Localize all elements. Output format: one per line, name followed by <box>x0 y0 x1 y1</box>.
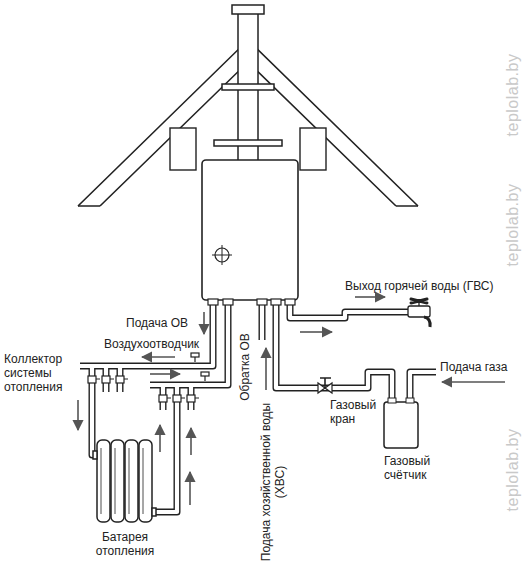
flow-arrow <box>159 425 161 452</box>
radiator <box>152 508 156 516</box>
watermark: teplolab.by <box>504 184 522 267</box>
gas-meter <box>384 398 418 448</box>
callout-label: Обратка ОВ <box>238 333 252 401</box>
flow-arrow <box>355 296 385 298</box>
flow-arrow <box>203 312 205 334</box>
flue-cap <box>232 5 264 14</box>
roof-flange <box>222 84 274 90</box>
boiler-fitting <box>208 299 295 305</box>
joist <box>170 128 196 170</box>
callout-label: Газовый кран <box>330 398 385 426</box>
water-tap <box>411 299 427 303</box>
radiator <box>97 440 110 522</box>
water-tap <box>408 306 430 317</box>
air-vent <box>201 372 209 376</box>
boiler-body <box>202 160 298 300</box>
gas-valve <box>318 378 332 393</box>
radiator <box>139 440 152 522</box>
air-vent <box>191 353 199 357</box>
collector-valve <box>187 395 195 402</box>
chimney <box>214 5 282 162</box>
gas-meter <box>406 398 414 403</box>
joist <box>300 128 326 170</box>
callout-label: Выход горячей воды (ГВС) <box>345 279 493 293</box>
flow-arrow <box>265 348 267 390</box>
radiator <box>111 440 124 522</box>
collector-valve <box>96 379 199 398</box>
boiler-fitting <box>285 299 295 305</box>
collector-valve <box>88 376 199 402</box>
callout-label: Батарея отопления <box>80 530 170 558</box>
gas-meter <box>388 398 396 403</box>
gas-valve <box>320 378 331 388</box>
callout-label: Подача ОВ <box>126 316 188 330</box>
boiler <box>202 160 298 300</box>
water-tap <box>424 317 430 327</box>
callout-label: Коллектор системы отопления <box>4 352 76 394</box>
boiler-fitting <box>271 299 281 305</box>
collector-valve <box>88 376 96 383</box>
flow-arrow <box>150 373 180 375</box>
flow-arrow <box>442 381 505 383</box>
air-vent <box>204 376 205 381</box>
collector-valve <box>116 376 124 383</box>
flow-arrow <box>142 356 175 358</box>
flow-arrow <box>189 472 191 505</box>
gas-meter <box>384 402 418 448</box>
watermark: teplolab.by <box>504 54 522 137</box>
water-tap <box>408 299 430 327</box>
air-vent <box>191 353 209 381</box>
boiler-fitting <box>257 299 267 305</box>
radiator <box>101 448 143 514</box>
boiler-control-cross <box>212 245 232 265</box>
collector-valve <box>159 395 167 402</box>
radiator <box>93 440 156 522</box>
callout-label: Подача хозяйственной воды (ХВС) <box>259 398 287 566</box>
watermark: teplolab.by <box>504 429 522 512</box>
boiler-fitting <box>223 299 233 305</box>
flow-arrow <box>77 400 79 430</box>
callout-label: Воздухоотводчик <box>104 337 199 351</box>
collector-valve <box>102 376 110 383</box>
ceiling-flange <box>214 140 282 146</box>
collector-valve <box>173 395 181 402</box>
air-vent <box>194 357 195 362</box>
flow-arrow <box>300 331 332 333</box>
radiator <box>93 451 97 459</box>
callout-label: Газовый счётчик <box>384 454 454 482</box>
flow-arrow <box>78 297 505 505</box>
radiator <box>125 440 138 522</box>
callout-label: Подача газа <box>440 360 508 374</box>
flow-arrow <box>190 428 192 455</box>
boiler-fitting <box>208 299 218 305</box>
